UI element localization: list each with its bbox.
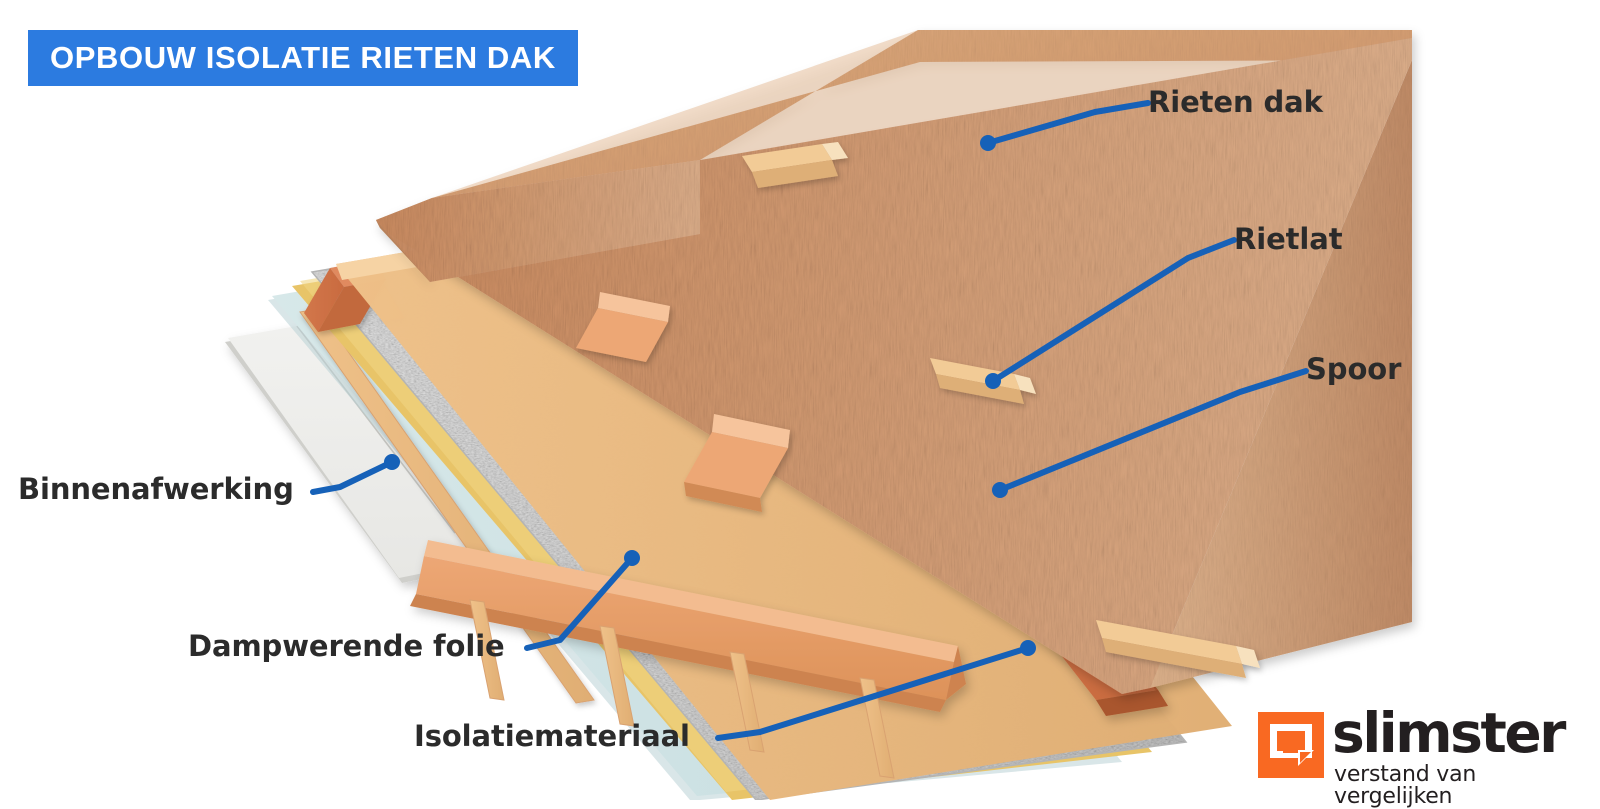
callout-label-rieten-dak: Rieten dak xyxy=(1148,85,1323,119)
leader-line-rietlat xyxy=(990,237,1237,384)
callout-label-rietlat: Rietlat xyxy=(1234,222,1343,256)
leader-line-rieten-dak xyxy=(985,100,1151,146)
callout-label-binnenafwerking: Binnenafwerking xyxy=(18,472,294,506)
page-title: OPBOUW ISOLATIE RIETEN DAK xyxy=(50,40,556,75)
leader-dot-isolatiemateriaal xyxy=(1020,640,1036,656)
purlin-beam xyxy=(410,540,966,712)
slimster-logo[interactable]: slimster verstand van vergelijken xyxy=(1258,701,1588,808)
leader-line-spoor xyxy=(997,368,1309,493)
leader-dot-rieten-dak xyxy=(980,135,996,151)
leader-line-isolatiemateriaal xyxy=(715,645,1031,741)
thatch-left-tip xyxy=(376,160,700,282)
callout-endpoint-dots xyxy=(384,135,1036,656)
speech-bubble-tail-inner-icon xyxy=(1300,752,1311,763)
title-banner: OPBOUW ISOLATIE RIETEN DAK xyxy=(28,30,578,86)
logo-tagline: verstand van vergelijken xyxy=(1334,762,1477,809)
logo-wordmark: slimster xyxy=(1332,701,1566,765)
leader-dot-rietlat xyxy=(985,373,1001,389)
callout-label-dampwerende-folie: Dampwerende folie xyxy=(188,629,505,663)
wedge-block-small xyxy=(576,292,670,362)
speech-bubble-icon xyxy=(1270,724,1312,758)
leader-dot-spoor xyxy=(992,482,1008,498)
leader-line-binnenafwerking xyxy=(310,459,395,495)
leader-line-dampwerende-folie xyxy=(524,555,635,651)
callout-label-spoor: Spoor xyxy=(1306,352,1402,386)
leader-dot-dampwerende-folie xyxy=(624,550,640,566)
leader-dot-binnenafwerking xyxy=(384,454,400,470)
wedge-block xyxy=(684,414,790,512)
callout-label-isolatiemateriaal: Isolatiemateriaal xyxy=(414,719,690,753)
logo-mark-icon xyxy=(1258,712,1324,778)
logo-inner-square-icon xyxy=(1283,737,1299,753)
callout-leaders xyxy=(310,100,1309,741)
beam-legs xyxy=(469,599,895,779)
